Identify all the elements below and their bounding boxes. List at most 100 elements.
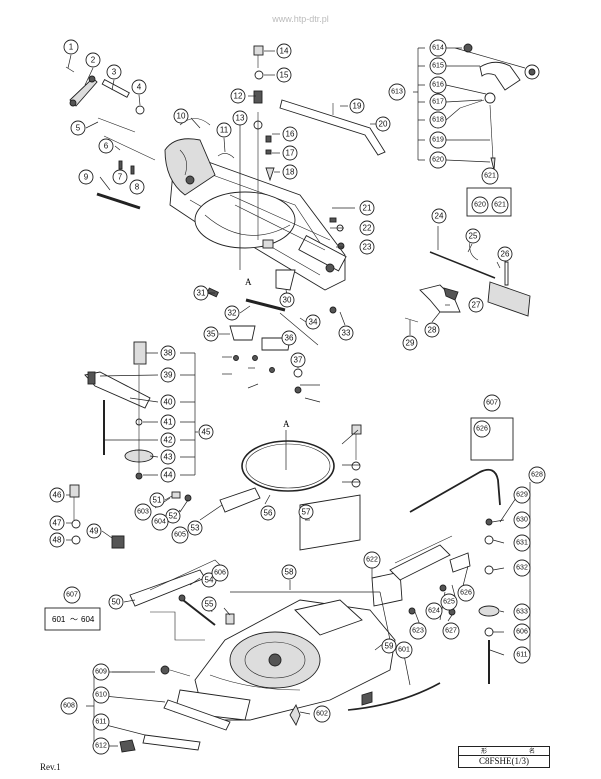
callout-circle	[471, 196, 489, 214]
callout-circle	[513, 534, 531, 552]
carry-handle	[409, 468, 501, 684]
callout-circle	[349, 98, 365, 114]
callout-circle	[359, 220, 375, 236]
fence-clamp-assembly	[84, 341, 154, 480]
callout-number: 627	[445, 628, 457, 635]
callout-number: 30	[283, 296, 292, 305]
callout-611: 611	[92, 713, 110, 731]
callout-number: 624	[428, 608, 440, 615]
callout-619: 619	[429, 131, 447, 149]
callout-6: 6	[98, 138, 114, 154]
callout-circle	[429, 131, 447, 149]
callout-circle	[359, 200, 375, 216]
callout-circle	[483, 394, 501, 412]
callout-circle	[388, 83, 406, 101]
callout-20: 20	[375, 116, 391, 132]
callout-number: 619	[432, 137, 444, 144]
callout-614: 614	[429, 39, 447, 57]
callout-circle	[160, 467, 176, 483]
callout-10: 10	[173, 108, 189, 124]
callout-624: 624	[425, 602, 443, 620]
callout-number: 609	[95, 669, 107, 676]
handle-link-assembly	[459, 43, 540, 171]
callout-circle	[201, 596, 217, 612]
callout-circle	[49, 515, 65, 531]
callout-circle	[429, 111, 447, 129]
section-marker-a-lower: A	[283, 419, 290, 429]
callout-number: 23	[363, 243, 372, 252]
callout-number: 620	[474, 202, 486, 209]
callout-number: 4	[137, 83, 142, 92]
callout-circle	[282, 145, 298, 161]
callout-circle	[513, 623, 531, 641]
callout-18: 18	[282, 164, 298, 180]
callout-number: 49	[90, 527, 99, 536]
callout-circle	[429, 93, 447, 111]
callout-number: 34	[309, 318, 318, 327]
callout-circle	[497, 246, 513, 262]
callout-633: 633	[513, 603, 531, 621]
callout-circle	[160, 432, 176, 448]
callout-618: 618	[429, 111, 447, 129]
callout-34: 34	[305, 314, 321, 330]
callout-circle	[279, 292, 295, 308]
callout-611: 611	[513, 646, 531, 664]
callout-25: 25	[465, 228, 481, 244]
model-header-right: 名	[529, 749, 536, 755]
callout-circle	[473, 420, 491, 438]
callout-number: 16	[286, 130, 295, 139]
callout-621: 621	[491, 196, 509, 214]
callout-number: 608	[63, 703, 75, 710]
callout-53: 53	[187, 520, 203, 536]
callout-8: 8	[129, 179, 145, 195]
callout-number: 610	[95, 692, 107, 699]
callout-number: 22	[363, 224, 372, 233]
callout-number: 13	[236, 114, 245, 123]
callout-number: 611	[516, 652, 527, 659]
callout-number: 51	[153, 496, 162, 505]
callout-circle	[429, 151, 447, 169]
callout-circle	[513, 603, 531, 621]
callout-circle	[298, 504, 314, 520]
callout-45: 45	[198, 424, 214, 440]
callout-circle	[431, 208, 447, 224]
callout-number: 5	[76, 124, 81, 133]
callout-number: 20	[379, 120, 388, 129]
callout-623: 623	[409, 622, 427, 640]
callout-number: 36	[285, 334, 294, 343]
inset-box-605	[44, 607, 101, 631]
section-marker-a-upper: A	[245, 277, 252, 287]
callout-number: 12	[234, 92, 243, 101]
callout-16: 16	[282, 126, 298, 142]
callout-number: 604	[154, 519, 166, 526]
callout-number: 1	[69, 43, 74, 52]
callout-number: 43	[164, 453, 173, 462]
callout-50: 50	[108, 594, 124, 610]
callout-30: 30	[279, 292, 295, 308]
callout-number: 50	[112, 598, 121, 607]
callout-14: 14	[276, 43, 292, 59]
callout-615: 615	[429, 57, 447, 75]
callout-number: 15	[280, 71, 289, 80]
callout-circle	[106, 64, 122, 80]
callout-number: 54	[205, 576, 214, 585]
callout-number: 603	[137, 509, 149, 516]
callout-601: 601	[395, 641, 413, 659]
watermark: www.htp-dtr.pl	[272, 14, 329, 24]
callout-number: 632	[516, 565, 528, 572]
callout-circle	[363, 551, 381, 569]
callout-number: 40	[164, 398, 173, 407]
callout-number: 24	[435, 212, 444, 221]
callout-number: 613	[391, 89, 403, 96]
callout-circle	[457, 584, 475, 602]
callout-number: 631	[516, 540, 528, 547]
model-code: C8FSHE(1/3)	[478, 756, 529, 766]
callout-622: 622	[363, 551, 381, 569]
callout-circle	[528, 466, 546, 484]
callout-circle	[149, 492, 165, 508]
callout-number: 47	[53, 519, 62, 528]
callout-620: 620	[429, 151, 447, 169]
callout-circle	[313, 705, 331, 723]
callout-circle	[216, 122, 232, 138]
callout-27: 27	[468, 297, 484, 313]
